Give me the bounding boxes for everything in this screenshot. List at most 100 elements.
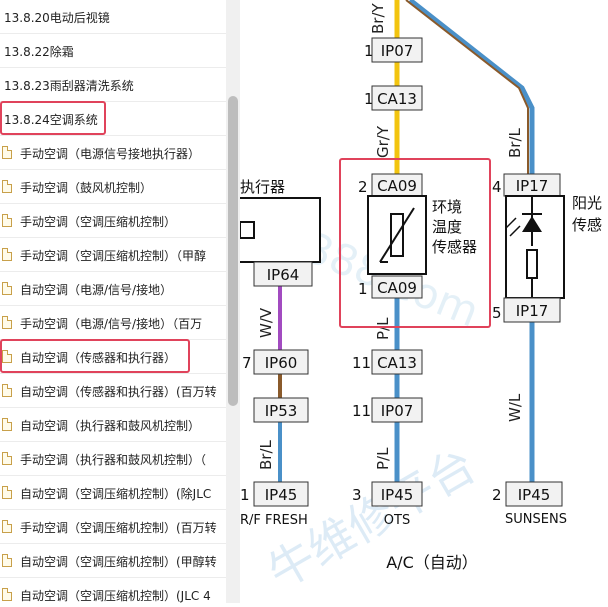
pin-number: 11	[352, 402, 371, 420]
signal-label: R/F FRESH	[240, 513, 308, 528]
connector	[371, 349, 423, 375]
pin-number: 1	[358, 280, 368, 298]
tree-item-label: 自动空调（执行器和鼓风机控制）	[20, 419, 201, 433]
tree-item[interactable]: 自动空调（空调压缩机控制）(甲醇转	[0, 544, 226, 578]
tree-item[interactable]: 手动空调（空调压缩机控制）(百万转	[0, 510, 226, 544]
connector-label: IP45	[518, 486, 551, 504]
tree-item-label: 手动空调（空调压缩机控制）(百万转	[20, 521, 217, 535]
connector-label: CA09	[377, 177, 417, 195]
wire-color-label: Gr/Y	[374, 125, 392, 158]
navigation-tree: 13.8.20电动后视镜 13.8.22除霜 13.8.23雨刮器清洗系统 13…	[0, 0, 226, 603]
document-icon	[2, 282, 12, 295]
connector-label: CA09	[377, 279, 417, 297]
pin-number: 2	[492, 486, 502, 504]
tree-item[interactable]: 13.8.23雨刮器清洗系统	[0, 68, 226, 102]
component-label: 传感器	[432, 238, 477, 256]
connector	[253, 481, 309, 507]
highlight-box	[339, 158, 491, 328]
component-label: 传感	[572, 216, 602, 234]
wire-color-label: W/V	[257, 307, 275, 338]
connector	[371, 481, 423, 507]
connector-label: IP60	[265, 354, 298, 372]
tree-item-label: 13.8.20电动后视镜	[4, 11, 110, 25]
component-label: 阳光	[572, 194, 602, 212]
tree-item[interactable]: 手动空调（电源信号接地执行器）	[0, 136, 226, 170]
document-icon	[2, 384, 12, 397]
document-icon	[2, 452, 12, 465]
pin-number: 3	[352, 486, 362, 504]
tree-item-label: 13.8.22除霜	[4, 45, 74, 59]
thermistor-symbol	[379, 207, 415, 263]
diagram-title: A/C（自动）	[386, 553, 478, 572]
tree-item-label: 13.8.24空调系统	[4, 113, 98, 127]
pin-number: 5	[492, 304, 502, 322]
connector-label: IP07	[381, 42, 414, 60]
connector-label: IP17	[516, 302, 549, 320]
document-icon	[2, 248, 12, 261]
connector-label: IP45	[381, 486, 414, 504]
wire-color-label: Br/Y	[369, 2, 387, 34]
wire-color-label: P/L	[374, 447, 392, 470]
tree-item[interactable]: 手动空调（空调压缩机控制）	[0, 204, 226, 238]
signal-label: OTS	[384, 513, 410, 528]
tree-item[interactable]: 手动空调（鼓风机控制）	[0, 170, 226, 204]
document-icon	[2, 350, 12, 363]
connector	[371, 85, 423, 111]
document-icon	[2, 554, 12, 567]
tree-item[interactable]: 13.8.20电动后视镜	[0, 0, 226, 34]
tree-item[interactable]: 自动空调（空调压缩机控制）(JLC 4	[0, 578, 226, 603]
tree-item[interactable]: 13.8.22除霜	[0, 34, 226, 68]
tree-item[interactable]: 手动空调（执行器和鼓风机控制）（	[0, 442, 226, 476]
document-icon	[2, 214, 12, 227]
connector	[253, 261, 313, 287]
connector-label: IP64	[267, 266, 300, 284]
actuator-motor	[239, 221, 255, 239]
tree-item-label: 自动空调（传感器和执行器）	[20, 351, 177, 365]
tree-item-label: 手动空调（电源信号接地执行器）	[20, 147, 201, 161]
tree-item-label: 自动空调（空调压缩机控制）(甲醇转	[20, 555, 217, 569]
component-label: 执行器	[240, 178, 285, 196]
document-icon	[2, 146, 12, 159]
document-icon	[2, 520, 12, 533]
tree-item-label: 手动空调（鼓风机控制）	[20, 181, 153, 195]
tree-item-label: 13.8.23雨刮器清洗系统	[4, 79, 134, 93]
wiring-diagram-svg: c388.com 牛维修平台 Br/Y Gr/Y Br/L W/V Br/L P…	[235, 0, 602, 600]
scrollbar-thumb[interactable]	[228, 96, 238, 406]
connector	[503, 297, 561, 323]
pin-number: 7	[242, 354, 252, 372]
connector	[253, 349, 309, 375]
tree-item-label: 手动空调（执行器和鼓风机控制）（	[20, 453, 207, 467]
tree-item[interactable]: 自动空调（电源/信号/接地）	[0, 272, 226, 306]
tree-item[interactable]: 自动空调（执行器和鼓风机控制）	[0, 408, 226, 442]
wire-color-label: Br/L	[257, 439, 275, 470]
document-icon	[2, 418, 12, 431]
tree-item[interactable]: 手动空调（空调压缩机控制）（甲醇	[0, 238, 226, 272]
component-label: 温度	[432, 218, 462, 236]
tree-item-label: 自动空调（空调压缩机控制）(JLC 4	[20, 589, 211, 603]
light-arrow	[505, 217, 517, 229]
pin-number: 11	[352, 354, 371, 372]
vertical-scrollbar[interactable]	[226, 0, 240, 603]
pin-number: 2	[358, 178, 368, 196]
tree-item-label: 自动空调（空调压缩机控制）(除JLC	[20, 487, 212, 501]
connector-label: CA13	[377, 90, 417, 108]
sun-sensor	[505, 195, 565, 299]
document-icon	[2, 588, 12, 601]
pin-number: 1	[240, 486, 250, 504]
document-icon	[2, 316, 12, 329]
wiring-diagram: c388.com 牛维修平台 Br/Y Gr/Y Br/L W/V Br/L P…	[235, 0, 608, 603]
pin-number: 4	[492, 178, 502, 196]
tree-item-ac-system[interactable]: 13.8.24空调系统	[0, 102, 226, 136]
tree-item[interactable]: 自动空调（传感器和执行器）(百万转	[0, 374, 226, 408]
tree-item[interactable]: 自动空调（空调压缩机控制）(除JLC	[0, 476, 226, 510]
tree-item-label: 自动空调（电源/信号/接地）	[20, 283, 173, 297]
tree-item-label: 手动空调（空调压缩机控制）	[20, 215, 177, 229]
tree-item-selected[interactable]: 自动空调（传感器和执行器）	[0, 340, 226, 374]
document-icon	[2, 486, 12, 499]
resistor-symbol	[526, 249, 538, 279]
tree-item-label: 手动空调（电源/信号/接地）（百万	[20, 317, 203, 331]
connector-label: CA13	[377, 354, 417, 372]
signal-label: SUNSENS	[505, 512, 567, 527]
tree-item[interactable]: 手动空调（电源/信号/接地）（百万	[0, 306, 226, 340]
light-arrow	[509, 225, 521, 237]
